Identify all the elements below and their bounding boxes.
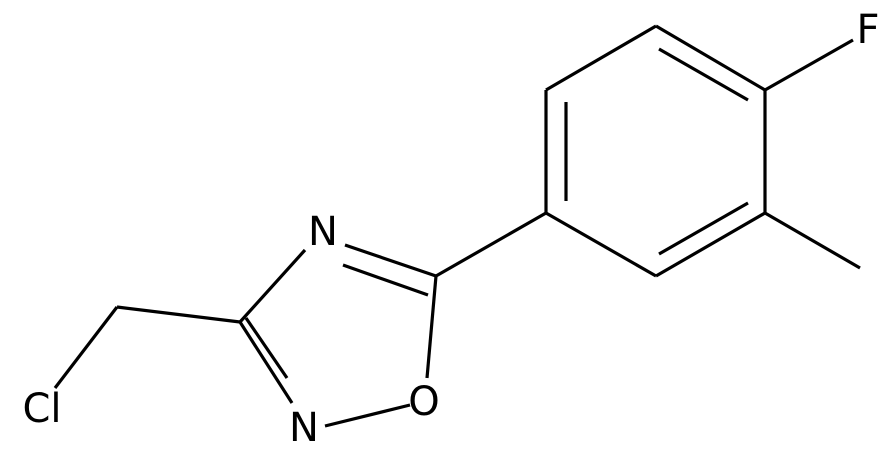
atom-label-fluorine: F bbox=[856, 7, 879, 53]
benzene-ring bbox=[544, 24, 767, 278]
bond-n2-c3 bbox=[238, 321, 294, 404]
bond-c-f bbox=[764, 38, 854, 92]
bond-c2-c3 bbox=[655, 24, 766, 92]
bond-n4-c5 bbox=[344, 243, 437, 278]
bond-c1-c2 bbox=[545, 24, 657, 92]
atom-label-nitrogen-top: N bbox=[308, 209, 338, 255]
bond-c4-c5 bbox=[655, 211, 766, 278]
atom-label-oxygen: O bbox=[408, 379, 439, 425]
bond-n4-c5-inner bbox=[342, 263, 429, 297]
bond-o1-n2 bbox=[324, 403, 411, 428]
bond-c3-ch2 bbox=[116, 305, 241, 324]
bond-c5-c6 bbox=[545, 211, 657, 278]
bond-aryl-oxadiazole bbox=[435, 211, 547, 278]
bond-c3-n4 bbox=[238, 248, 307, 324]
atom-label-chlorine: Cl bbox=[22, 386, 61, 432]
bond-c-methyl bbox=[764, 211, 861, 270]
bond-ch2-cl bbox=[53, 306, 119, 389]
oxadiazole-ring bbox=[238, 243, 438, 428]
bond-c4-c5-inner bbox=[658, 201, 749, 256]
bond-c5-o1 bbox=[425, 275, 438, 379]
atom-label-nitrogen-bottom: N bbox=[289, 405, 319, 451]
bond-n2-c3-inner bbox=[244, 317, 289, 379]
bond-c2-c3-inner bbox=[658, 47, 749, 102]
